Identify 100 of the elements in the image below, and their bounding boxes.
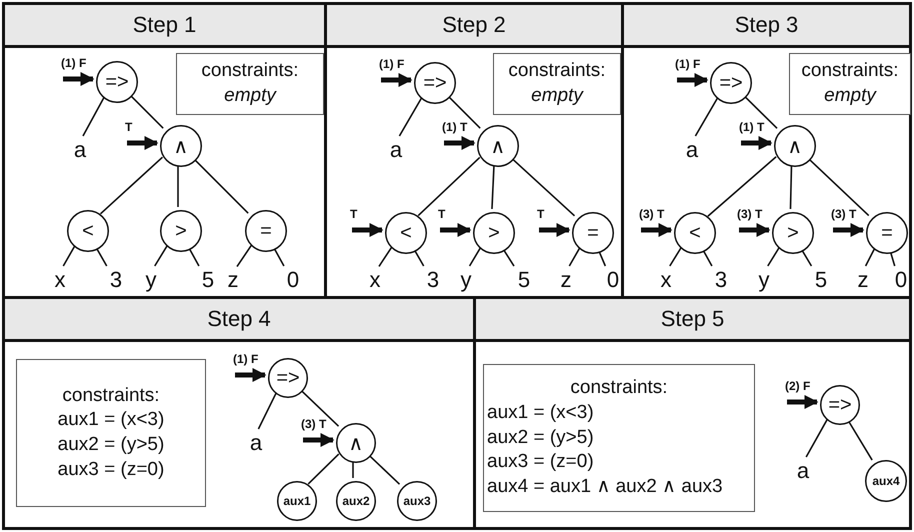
operator-node: >	[473, 212, 515, 254]
pointer-arrow	[303, 433, 334, 447]
constraints-box	[176, 53, 324, 115]
operator-node: <	[67, 210, 109, 252]
constraint-line: aux4 = aux1 ∧ aux2 ∧ aux3	[487, 475, 724, 500]
tree-edge	[790, 164, 792, 210]
constraint-line: empty	[223, 84, 278, 108]
operand-label: 5	[814, 269, 828, 291]
operator-node: =>	[96, 61, 138, 103]
constraints-heading: constraints:	[800, 59, 900, 84]
operand-label: 0	[894, 269, 908, 291]
operator-node: aux3	[397, 481, 437, 521]
operand-label: a	[389, 139, 403, 161]
operator-node: <	[674, 212, 716, 254]
operand-label: 0	[286, 269, 300, 291]
operand-label: 5	[517, 269, 531, 291]
operand-label: 3	[109, 269, 123, 291]
operator-node: ∧	[774, 125, 816, 167]
step-heading: Step 4	[5, 299, 473, 342]
tree-edge	[177, 164, 179, 207]
tree-edge	[258, 392, 277, 430]
pointer-arrow	[677, 73, 708, 87]
edge-label: (3) T	[831, 208, 856, 221]
operator-node: =	[245, 210, 287, 252]
operand-label: a	[796, 460, 810, 482]
tree-edge	[100, 156, 164, 214]
operand-label: a	[685, 139, 699, 161]
pointer-arrow	[352, 223, 384, 237]
operator-node: ∧	[477, 125, 519, 167]
pointer-arrow	[741, 136, 772, 150]
operator-node: =>	[414, 62, 456, 104]
step-heading: Step 2	[327, 5, 621, 48]
operator-node: ∧	[160, 125, 202, 167]
constraints-box	[789, 53, 911, 115]
tree-edge	[398, 98, 422, 136]
pointer-arrow	[833, 223, 864, 237]
tree-edge	[418, 156, 480, 216]
edge-label: (1) F	[233, 353, 258, 366]
tree-edge	[669, 247, 682, 266]
step-heading: Step 3	[624, 5, 909, 48]
constraint-line: aux2 = (y>5)	[487, 426, 595, 450]
pointer-arrow	[63, 72, 94, 86]
constraint-line: aux1 = (x<3)	[56, 408, 166, 432]
tree-edge	[491, 164, 495, 210]
step-heading: Step 1	[5, 5, 324, 48]
tree-edge	[82, 97, 105, 136]
constraints-box	[483, 364, 755, 512]
tree-edge	[352, 460, 354, 478]
pointer-arrow	[381, 73, 412, 87]
operator-node: <	[385, 212, 427, 254]
operator-node: =>	[820, 385, 860, 425]
operator-node: aux4	[865, 460, 907, 502]
edge-label: (1) T	[442, 121, 468, 134]
step-panel	[621, 2, 912, 299]
edge-label: T	[125, 121, 132, 134]
constraints-heading: constraints:	[200, 59, 300, 84]
operand-label: y	[144, 269, 158, 291]
tree-edge	[767, 247, 780, 266]
step-heading: Step 5	[476, 299, 909, 342]
pointer-arrow	[235, 368, 266, 382]
tree-edge	[805, 419, 828, 458]
pointer-arrow	[440, 223, 472, 237]
constraint-line: aux3 = (z=0)	[56, 458, 166, 482]
operator-node: =	[572, 212, 614, 254]
tree-edge	[468, 248, 481, 266]
operand-label: 3	[714, 269, 728, 291]
operand-label: z	[559, 269, 573, 291]
operator-node: =>	[268, 358, 308, 398]
operator-node: =>	[710, 62, 752, 104]
constraint-line: aux3 = (z=0)	[487, 450, 595, 474]
pointer-arrow	[641, 223, 672, 237]
operand-label: a	[73, 139, 87, 161]
operand-label: 0	[606, 269, 620, 291]
operand-label: y	[757, 269, 771, 291]
constraint-line: aux2 = (y>5)	[56, 433, 166, 457]
operand-label: x	[368, 269, 382, 291]
constraint-line: empty	[530, 84, 585, 108]
tree-edge	[864, 248, 876, 266]
constraints-heading: constraints:	[61, 384, 161, 408]
tree-edge	[568, 248, 580, 266]
edge-label: (1) F	[675, 58, 700, 71]
step-panel	[473, 296, 912, 530]
operator-node: aux1	[277, 481, 317, 521]
tree-edge	[378, 247, 392, 267]
pointer-arrow	[444, 136, 476, 150]
operator-node: aux2	[336, 481, 376, 521]
tree-edge	[694, 98, 718, 136]
edge-label: (3) T	[737, 208, 762, 221]
pointer-arrow	[787, 395, 818, 409]
step-panel	[2, 296, 476, 530]
operand-label: z	[856, 269, 870, 291]
operator-node: >	[772, 212, 814, 254]
tree-edge	[62, 246, 76, 266]
operand-label: 3	[426, 269, 440, 291]
edge-label: (1) F	[61, 57, 86, 70]
edge-label: T	[537, 208, 544, 221]
constraints-heading: constraints:	[507, 59, 607, 84]
step-panel	[2, 2, 327, 299]
constraint-line: aux1 = (x<3)	[487, 400, 595, 425]
tree-edge	[236, 244, 252, 268]
